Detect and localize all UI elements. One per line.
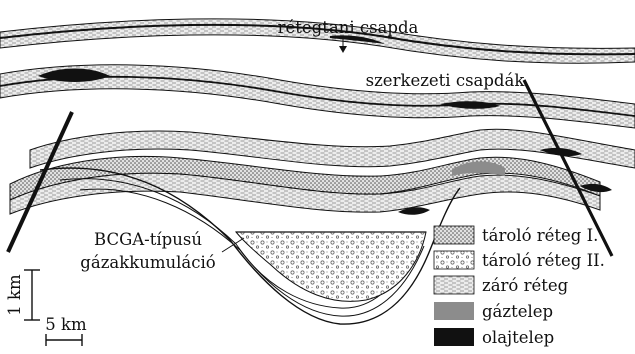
- bcga-accumulation: [236, 232, 426, 301]
- anticline-layers: [10, 129, 635, 215]
- legend-swatch-seal: [434, 276, 474, 294]
- legend-swatch-gas: [434, 302, 474, 320]
- scale-bars: 1 km 5 km: [5, 270, 87, 346]
- horizontal-scale-label: 5 km: [45, 315, 87, 334]
- bcga-label-line2: gázakkumuláció: [80, 253, 215, 272]
- legend-label-reservoir-2: tároló réteg II.: [482, 251, 605, 270]
- legend-label-seal: záró réteg: [482, 276, 569, 295]
- legend-label-oil: olajtelep: [482, 328, 554, 347]
- second-layer-band: [0, 65, 635, 128]
- structural-traps-label: szerkezeti csapdák: [366, 71, 526, 90]
- legend-swatch-reservoir-2: [434, 251, 474, 269]
- bcga-label-line1: BCGA-típusú: [94, 230, 202, 249]
- legend-label-gas: gáztelep: [482, 302, 553, 321]
- legend-swatch-reservoir-1: [434, 226, 474, 244]
- legend-swatch-oil: [434, 328, 474, 346]
- vertical-scale-label: 1 km: [5, 274, 24, 316]
- legend-label-reservoir-1: tároló réteg I.: [482, 226, 598, 245]
- stratigraphic-trap-label: rétegtani csapda: [278, 18, 419, 37]
- stratigraphic-trap-arrowhead: [339, 46, 347, 53]
- legend: tároló réteg I. tároló réteg II. záró ré…: [434, 226, 605, 347]
